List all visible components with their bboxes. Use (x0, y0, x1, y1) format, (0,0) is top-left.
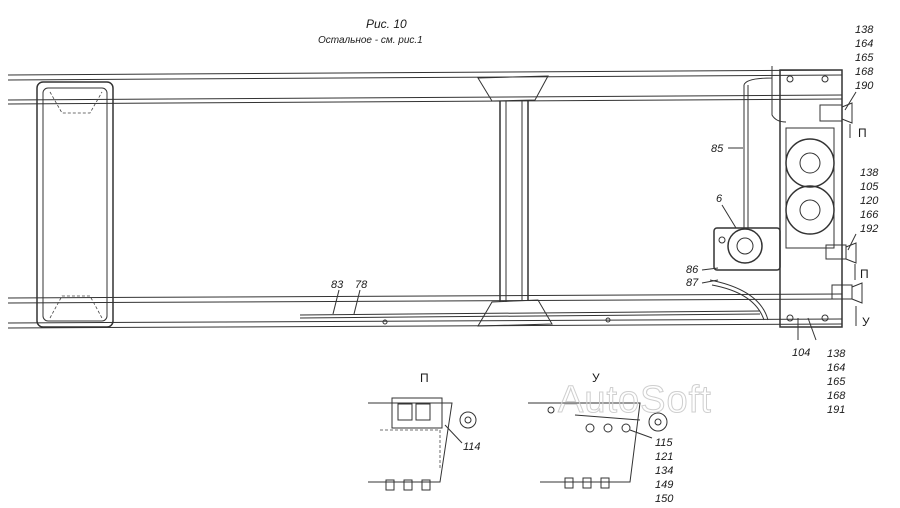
stack-item: 164 (855, 38, 873, 50)
stack-item: 165 (855, 52, 874, 64)
detail-p-title: П (420, 371, 429, 385)
coupling-heads (819, 102, 863, 304)
view-mark-p-lower: П (860, 267, 869, 281)
air-tanks (785, 138, 835, 235)
stack-middle-right: 138 105 120 166 192 (860, 167, 879, 235)
stack-item: 191 (827, 404, 845, 416)
detail-p-callout-114: 114 (463, 441, 481, 453)
stack-item: 105 (860, 181, 879, 193)
callout-86: 86 (686, 264, 699, 276)
stack-item: 120 (860, 195, 879, 207)
stack-item: 164 (827, 362, 845, 374)
stack-item: 138 (860, 167, 879, 179)
stack-bottom-right: 138 164 165 168 191 (827, 348, 846, 416)
stack-item: 192 (860, 223, 878, 235)
stack-item: 121 (655, 451, 673, 463)
detail-view-u: У (528, 371, 668, 489)
leader-lines (332, 91, 857, 341)
pipe-lines (299, 279, 769, 325)
frame-bottom-rail (7, 293, 843, 329)
detail-u-title: У (592, 371, 600, 385)
figure-subtitle: Остальное - см. рис.1 (318, 35, 423, 46)
valve-6 (713, 227, 781, 271)
frame-top-rail (7, 69, 843, 105)
view-mark-p-upper: П (858, 126, 867, 140)
callout-85: 85 (711, 143, 724, 155)
figure-title: Рис. 10 (366, 17, 407, 31)
stack-item: 134 (655, 465, 673, 477)
callout-83: 83 (331, 279, 344, 291)
stack-item: 115 (655, 437, 673, 449)
stack-item: 150 (655, 493, 674, 505)
view-mark-u-main: У (862, 315, 870, 329)
stack-item: 138 (855, 24, 874, 36)
stack-item: 168 (855, 66, 874, 78)
callout-6: 6 (716, 193, 723, 205)
callout-78: 78 (355, 279, 368, 291)
stack-item: 138 (827, 348, 846, 360)
stack-top-right: 138 164 165 168 190 (855, 24, 874, 92)
watermark: AutoSoft (558, 379, 712, 421)
stack-item: 165 (827, 376, 846, 388)
callout-87: 87 (686, 277, 699, 289)
stack-item: 149 (655, 479, 673, 491)
detail-view-p: П 114 (368, 371, 481, 491)
callout-104: 104 (792, 347, 810, 359)
left-crossmember (36, 81, 114, 328)
stack-item: 190 (855, 80, 874, 92)
stack-item: 166 (860, 209, 879, 221)
center-crossmember (477, 75, 553, 327)
pipe-85 (743, 66, 787, 228)
stack-item: 168 (827, 390, 846, 402)
stack-detail-u: 115 121 134 149 150 (655, 437, 674, 505)
